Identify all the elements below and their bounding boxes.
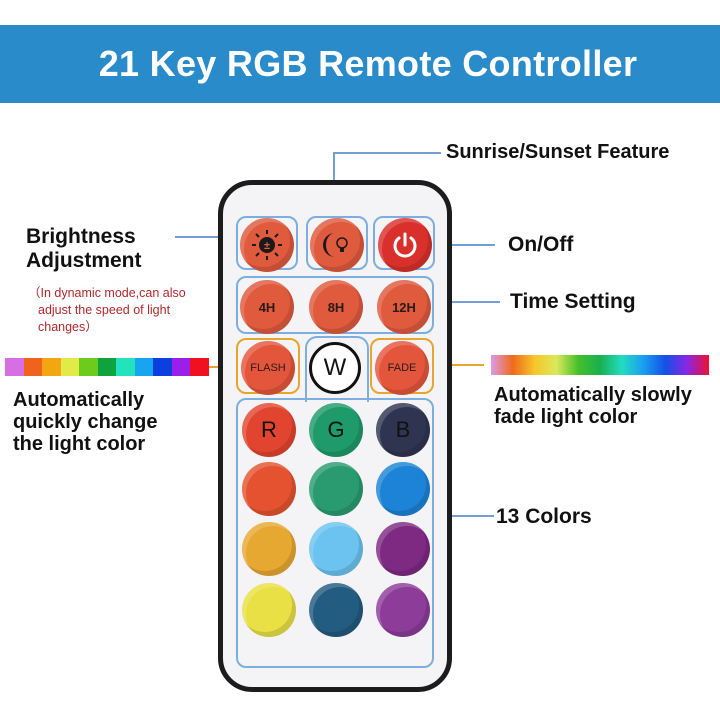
- fade-label-1: Automatically slowly: [494, 384, 692, 406]
- color-button-amber[interactable]: [242, 522, 296, 576]
- color-button-violet[interactable]: [376, 583, 430, 637]
- flash-label-2: quickly change: [13, 411, 158, 433]
- fade-gradient-bar: [491, 355, 709, 375]
- strip-swatch: [97, 358, 117, 376]
- remote-control: ± 4H 8H 12H FLASH W FADE R G B: [218, 180, 452, 692]
- timer-8h-button[interactable]: 8H: [309, 280, 363, 334]
- fade-connector: [434, 364, 484, 366]
- colors-group: [236, 398, 434, 668]
- brightness-note-1: （In dynamic mode,can also: [28, 286, 186, 300]
- blue-button[interactable]: B: [376, 403, 430, 457]
- color-button-orange-red[interactable]: [242, 462, 296, 516]
- colors-label: 13 Colors: [496, 505, 592, 528]
- green-button[interactable]: G: [309, 403, 363, 457]
- timer-12h-button[interactable]: 12H: [377, 280, 431, 334]
- color-button-dark-blue[interactable]: [309, 583, 363, 637]
- strip-swatch: [42, 358, 61, 376]
- svg-text:±: ±: [264, 240, 270, 252]
- brightness-note-3: changes）: [38, 320, 98, 334]
- flash-label-3: the light color: [13, 433, 146, 455]
- moon-bulb-icon: [323, 233, 348, 257]
- onoff-connector: [435, 244, 495, 246]
- strip-swatch: [5, 358, 24, 376]
- time-connector: [435, 301, 500, 303]
- white-button[interactable]: W: [309, 342, 361, 394]
- page-title: 21 Key RGB Remote Controller: [98, 43, 638, 84]
- brightness-label-2: Adjustment: [26, 249, 142, 272]
- brightness-label-1: Brightness: [26, 225, 136, 248]
- flash-color-strip: [5, 358, 210, 376]
- strip-swatch: [153, 358, 172, 376]
- strip-swatch: [79, 358, 98, 376]
- color-button-yellow[interactable]: [242, 583, 296, 637]
- strip-swatch: [116, 358, 135, 376]
- sunrise-label: Sunrise/Sunset Feature: [446, 141, 670, 163]
- red-button[interactable]: R: [242, 403, 296, 457]
- colors-connector: [432, 515, 494, 517]
- color-button-blue[interactable]: [376, 462, 430, 516]
- strip-swatch: [171, 358, 191, 376]
- strip-swatch: [134, 358, 154, 376]
- sunrise-connector-h: [333, 152, 441, 154]
- brightness-icon: ±: [252, 230, 282, 260]
- brightness-button[interactable]: ±: [240, 218, 294, 272]
- timer-4h-button[interactable]: 4H: [240, 280, 294, 334]
- sunrise-sunset-button[interactable]: [310, 218, 364, 272]
- color-button-purple[interactable]: [376, 522, 430, 576]
- strip-swatch: [60, 358, 80, 376]
- title-banner: 21 Key RGB Remote Controller: [0, 25, 720, 103]
- fade-label-2: fade light color: [494, 406, 638, 428]
- onoff-label: On/Off: [508, 233, 574, 256]
- time-label: Time Setting: [510, 290, 636, 313]
- flash-button[interactable]: FLASH: [241, 341, 295, 395]
- color-button-light-blue[interactable]: [309, 522, 363, 576]
- brightness-connector: [175, 236, 240, 238]
- white-group: [305, 336, 369, 402]
- fade-button[interactable]: FADE: [375, 341, 429, 395]
- power-icon: [393, 232, 417, 258]
- flash-label-1: Automatically: [13, 389, 145, 411]
- strip-swatch: [190, 358, 210, 376]
- color-button-teal-green[interactable]: [309, 462, 363, 516]
- brightness-note-2: adjust the speed of light: [38, 303, 171, 317]
- power-button[interactable]: [378, 218, 432, 272]
- strip-swatch: [23, 358, 43, 376]
